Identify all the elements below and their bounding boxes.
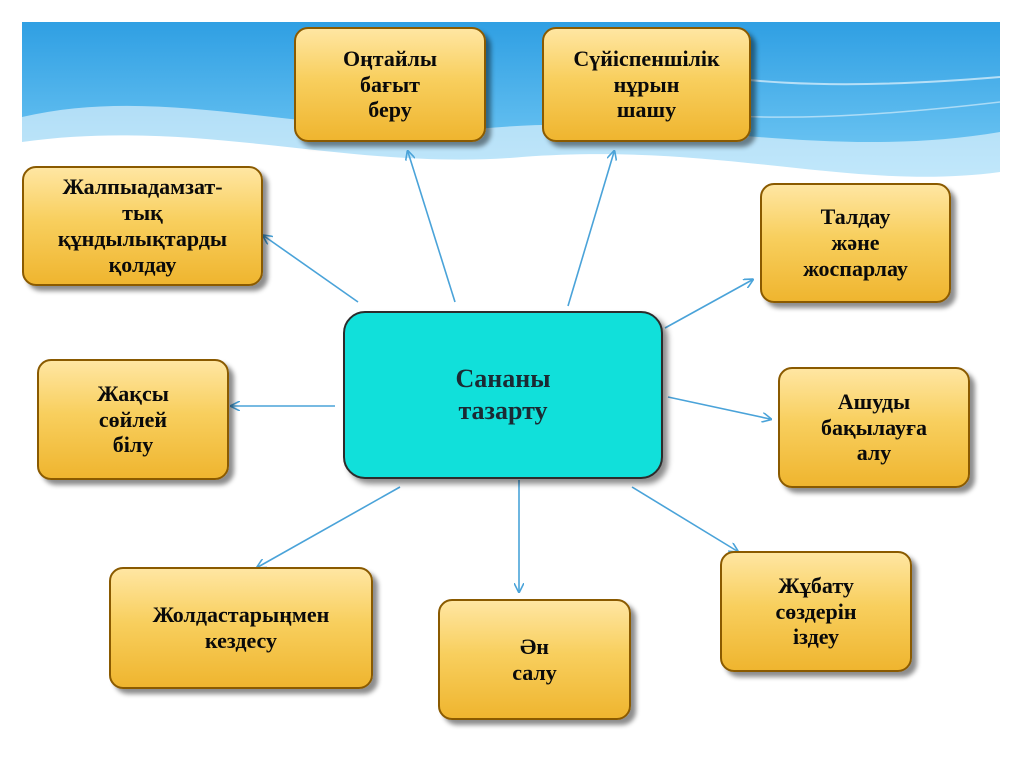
node-zhubatu: Жұбату сөздерін іздеу: [720, 551, 912, 672]
arrow-ashudy: [667, 396, 770, 419]
node-zhalpy: Жалпыадамзат- тық құндылықтарды қолдау: [22, 166, 263, 286]
center-node-sanany-tazartu: Сананы тазарту: [343, 311, 663, 479]
node-en: Ән салу: [438, 599, 631, 720]
arrow-zhubatu: [631, 486, 737, 551]
node-suyispen: Сүйіспеншілік нұрын шашу: [542, 27, 751, 142]
arrow-zhalpy: [264, 236, 359, 303]
node-taldau: Талдау және жоспарлау: [760, 183, 951, 303]
node-ontaily: Оңтайлы бағыт беру: [294, 27, 486, 142]
arrow-ontaily: [408, 152, 456, 303]
node-zhaksy: Жақсы сөйлей білу: [37, 359, 229, 480]
arrow-taldau: [664, 280, 752, 329]
node-ashudy: Ашуды бақылауға алу: [778, 367, 970, 488]
arrow-zholdas: [258, 486, 401, 567]
arrow-suyispen: [567, 152, 614, 307]
node-zholdas: Жолдастарыңмен кездесу: [109, 567, 373, 689]
